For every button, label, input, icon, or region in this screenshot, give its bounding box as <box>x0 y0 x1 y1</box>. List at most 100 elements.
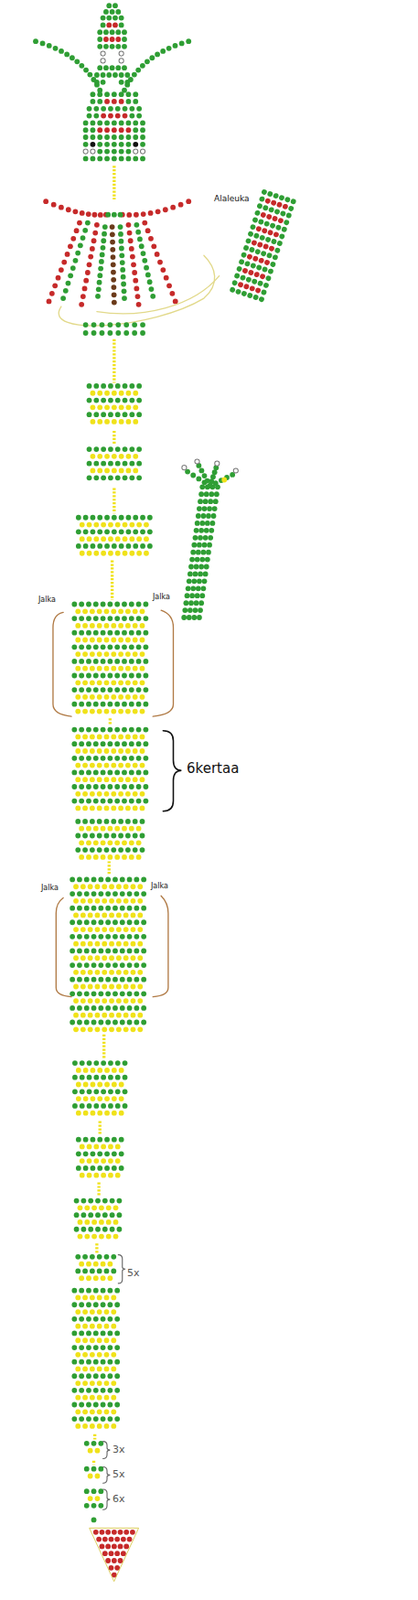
bead <box>78 755 85 761</box>
bead <box>69 962 76 968</box>
bead <box>260 289 268 296</box>
bead <box>115 1157 121 1164</box>
bead <box>111 212 118 218</box>
bead <box>210 520 216 526</box>
bead <box>107 1372 113 1379</box>
bead <box>77 1233 84 1240</box>
bead <box>85 1316 92 1322</box>
bead <box>91 321 97 328</box>
bead <box>85 1387 92 1394</box>
bead <box>198 600 204 606</box>
bead <box>136 658 142 665</box>
bead <box>96 1136 103 1143</box>
bead <box>111 453 118 460</box>
bead <box>97 877 104 883</box>
bead <box>79 1074 86 1081</box>
bead <box>73 997 79 1004</box>
bead <box>121 630 128 636</box>
bead <box>112 2 118 9</box>
bead <box>133 905 140 912</box>
bead <box>101 1026 108 1032</box>
bead <box>197 607 204 613</box>
bead <box>99 330 106 336</box>
bead <box>80 997 86 1004</box>
bead <box>91 1440 97 1447</box>
bead <box>111 98 118 105</box>
bead <box>213 498 219 504</box>
bead <box>89 1408 96 1415</box>
bead <box>78 601 85 608</box>
bead <box>118 404 125 410</box>
bead <box>97 266 104 272</box>
bead <box>121 295 128 301</box>
bead <box>126 514 132 521</box>
bead <box>253 232 260 239</box>
bead <box>96 29 103 35</box>
bead <box>121 825 128 832</box>
bead <box>125 733 131 740</box>
bead <box>107 686 113 693</box>
bead <box>121 798 128 804</box>
bead <box>89 846 96 853</box>
bead <box>89 791 96 797</box>
bead <box>104 637 110 644</box>
bead <box>84 1005 90 1011</box>
bead <box>117 1211 123 1218</box>
bead <box>93 1344 99 1351</box>
bead <box>64 251 71 258</box>
bead <box>96 1366 103 1372</box>
bead <box>125 748 131 754</box>
bead <box>96 776 103 783</box>
bead <box>162 206 169 213</box>
bead <box>269 199 277 206</box>
bead <box>97 1019 104 1026</box>
bead <box>114 1344 120 1351</box>
bead <box>111 528 118 535</box>
bead <box>69 1019 76 1026</box>
bead <box>186 578 193 584</box>
bead <box>119 962 126 968</box>
bead <box>202 505 208 512</box>
bead <box>126 149 132 155</box>
bead <box>126 91 132 97</box>
bead <box>125 651 131 657</box>
bead <box>73 912 79 919</box>
bead <box>126 212 132 218</box>
bead <box>122 460 129 467</box>
bead <box>100 474 107 481</box>
bead <box>85 269 91 276</box>
bead <box>252 255 259 262</box>
bracket <box>103 1466 111 1483</box>
bead <box>143 265 150 271</box>
bead <box>136 411 142 418</box>
bead <box>136 673 142 679</box>
bead <box>136 113 142 119</box>
bead <box>82 694 88 700</box>
bead <box>98 1204 105 1211</box>
bead <box>107 446 114 452</box>
bead <box>82 1366 88 1372</box>
bead <box>108 926 115 933</box>
bead <box>100 1415 107 1422</box>
bead <box>195 513 202 519</box>
bead <box>125 622 131 629</box>
bead <box>95 926 101 933</box>
bead <box>85 755 92 761</box>
bead <box>285 212 292 219</box>
bead <box>112 962 118 968</box>
bead <box>93 783 99 790</box>
bead <box>118 1165 125 1171</box>
bead <box>178 202 184 208</box>
bead <box>86 522 93 528</box>
bead <box>96 64 103 71</box>
bead <box>135 293 141 300</box>
bead <box>93 106 99 112</box>
bead <box>258 195 266 203</box>
bead <box>114 1372 120 1379</box>
bead <box>104 1165 110 1171</box>
bead <box>100 630 107 636</box>
bead <box>118 390 125 397</box>
bead <box>107 1275 113 1281</box>
bead <box>107 535 114 542</box>
